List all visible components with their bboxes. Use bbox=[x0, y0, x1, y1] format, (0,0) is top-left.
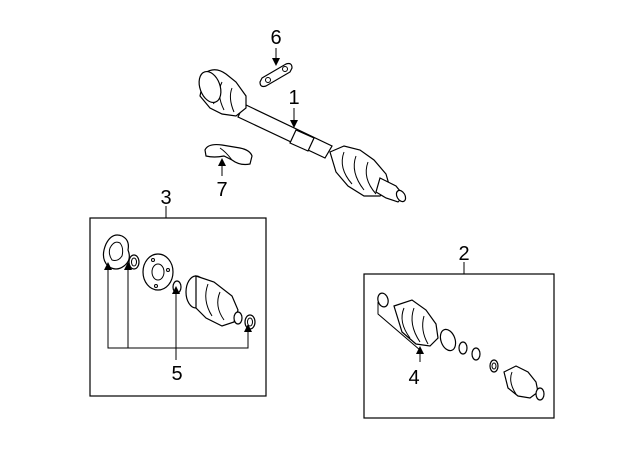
inner-joint-parts[interactable] bbox=[102, 234, 256, 330]
bracket-part-6[interactable] bbox=[259, 62, 293, 88]
callout-5[interactable]: 5 bbox=[171, 363, 182, 385]
callout-2[interactable]: 2 bbox=[458, 243, 469, 265]
callout-1[interactable]: 1 bbox=[288, 87, 299, 109]
axle-shaft-assembly[interactable] bbox=[195, 69, 407, 204]
callout-4[interactable]: 4 bbox=[408, 367, 419, 389]
boot-kit-parts[interactable] bbox=[376, 292, 545, 401]
callout-7[interactable]: 7 bbox=[216, 179, 227, 201]
callout-3[interactable]: 3 bbox=[160, 187, 171, 209]
arrow-heads bbox=[104, 58, 424, 354]
callout-6[interactable]: 6 bbox=[270, 27, 281, 49]
heat-shield-part-7[interactable] bbox=[204, 143, 253, 166]
leader-lines bbox=[107, 48, 465, 362]
